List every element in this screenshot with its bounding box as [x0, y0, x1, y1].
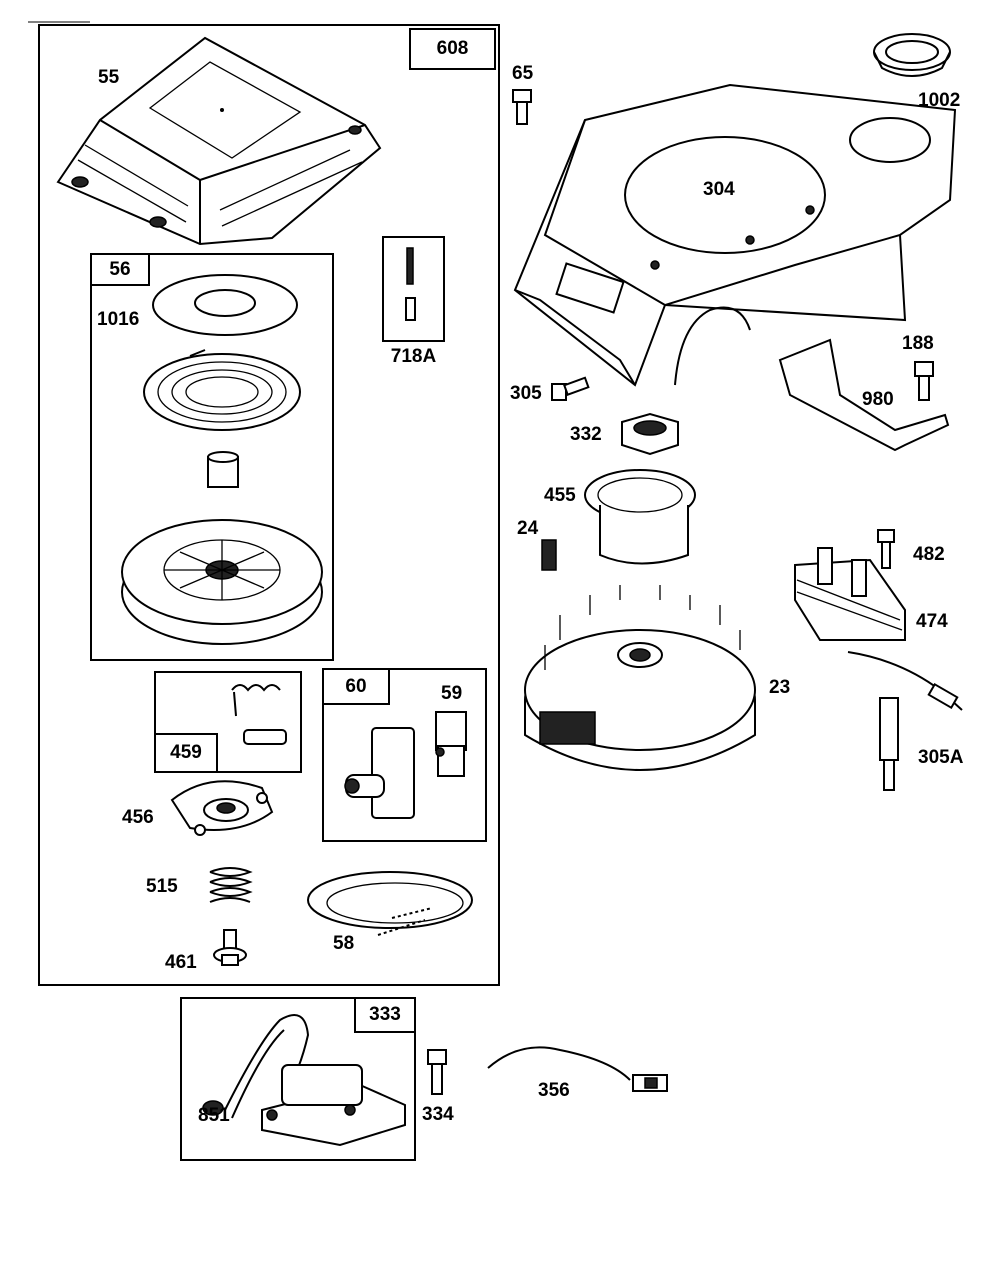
- label-334: 334: [422, 1104, 454, 1125]
- part-small-cylinder: [207, 451, 239, 488]
- part-332-nut: [621, 412, 679, 456]
- part-188-screw: [914, 361, 934, 401]
- part-459-pawl-spring: [231, 684, 287, 745]
- part-718a-pin: [405, 247, 416, 321]
- tag-459: 459: [154, 733, 218, 773]
- part-515-spring: [209, 867, 253, 903]
- part-356-ground-wire: [487, 1046, 668, 1092]
- tag-718a: 718A: [382, 340, 445, 372]
- label-515: 515: [146, 876, 178, 897]
- part-55-starter-housing: [56, 36, 382, 246]
- label-461: 461: [165, 952, 197, 973]
- part-333-ignition-module: [202, 1014, 406, 1147]
- label-980: 980: [862, 389, 894, 410]
- part-456-retainer: [170, 780, 274, 836]
- part-455-starter-cup: [584, 469, 696, 565]
- label-23: 23: [769, 677, 791, 698]
- part-24-key: [541, 539, 557, 571]
- label-24: 24: [517, 518, 539, 539]
- tag-608: 608: [409, 28, 496, 70]
- label-305a: 305A: [918, 747, 964, 768]
- label-455: 455: [544, 485, 576, 506]
- part-23-flywheel: [524, 585, 756, 771]
- label-58: 58: [333, 933, 355, 954]
- label-188: 188: [902, 333, 934, 354]
- part-1016-washer: [152, 274, 298, 336]
- part-59-spring-clip: [435, 711, 467, 777]
- group-box-333: [180, 997, 416, 1161]
- group-box-60: [322, 668, 487, 842]
- part-482-screw: [877, 529, 895, 569]
- part-60-dog: [344, 727, 415, 819]
- label-304: 304: [703, 179, 735, 200]
- tag-56: 56: [90, 253, 150, 286]
- part-305-bolt: [551, 376, 590, 401]
- label-356: 356: [538, 1080, 570, 1101]
- group-box-608: [38, 24, 500, 986]
- part-461-screw: [213, 929, 247, 966]
- label-474: 474: [916, 611, 948, 632]
- group-box-56: [90, 253, 334, 661]
- part-58-starter-rope: [307, 871, 473, 936]
- label-305: 305: [510, 383, 542, 404]
- label-456: 456: [122, 807, 154, 828]
- part-65-bolt: [512, 89, 532, 125]
- tag-60: 60: [322, 668, 390, 705]
- part-recoil-spring: [143, 349, 301, 431]
- part-pulley: [121, 519, 323, 645]
- label-482: 482: [913, 544, 945, 565]
- part-980-bracket: [778, 338, 950, 452]
- part-1002-grommet: [873, 33, 951, 77]
- part-304-blower-housing: [513, 83, 957, 387]
- label-332: 332: [570, 424, 602, 445]
- label-55: 55: [98, 67, 120, 88]
- tag-333: 333: [354, 997, 416, 1033]
- label-65: 65: [512, 63, 534, 84]
- part-334-screw: [427, 1049, 447, 1095]
- part-305a-spacer: [879, 697, 899, 791]
- group-box-459: [154, 671, 302, 773]
- label-1002: 1002: [918, 90, 961, 111]
- label-851: 851: [198, 1105, 230, 1126]
- label-1016: 1016: [97, 309, 140, 330]
- label-59: 59: [441, 683, 463, 704]
- part-474-armature: [794, 547, 963, 711]
